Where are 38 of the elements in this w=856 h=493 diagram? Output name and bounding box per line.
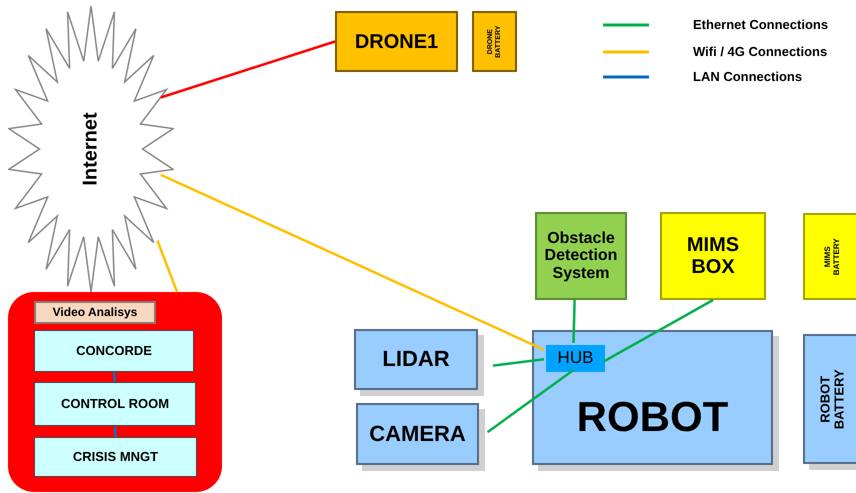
connection-line: [572, 300, 576, 344]
node-label: CRISIS MNGT: [72, 450, 158, 464]
connection-line: [114, 426, 117, 438]
node-label: Video Analisys: [52, 306, 138, 320]
connection-line: [160, 174, 545, 351]
process-box: [34, 382, 196, 426]
process-box: [34, 301, 156, 324]
connection-line: [486, 368, 574, 434]
process-box: [34, 437, 197, 477]
legend-label: Ethernet Connections: [693, 17, 828, 32]
system-container: [8, 292, 222, 492]
connection-line: [156, 240, 178, 292]
node-label: ROBOT: [576, 394, 728, 441]
node-label: HUB: [558, 349, 594, 368]
device-box: [535, 212, 627, 300]
legend-label: LAN Connections: [693, 69, 802, 84]
node-label: LIDAR: [382, 347, 450, 372]
device-box: [335, 11, 458, 72]
node-label: MIMS BOX: [686, 234, 740, 278]
hub-box: [546, 345, 605, 372]
connection-line: [112, 372, 116, 382]
node-label: CONTROL ROOM: [60, 396, 170, 412]
battery-box: [803, 213, 856, 300]
node-label: Obstacle Detection System: [544, 230, 618, 282]
process-box: [34, 330, 194, 372]
connection-line: [160, 40, 336, 99]
connection-line: [602, 298, 714, 363]
battery-box: [472, 11, 517, 72]
node-label: DRONE1: [354, 30, 438, 52]
internet-cloud: [8, 6, 174, 292]
node-label: CAMERA: [369, 422, 466, 446]
node-label: Internet: [80, 112, 102, 186]
device-box: [660, 212, 766, 300]
node-label: MIMS BATTERY: [824, 237, 842, 277]
node-label: ROBOT BATTERY: [818, 369, 848, 429]
node-label: CONCORDE: [76, 344, 152, 358]
legend-label: Wifi / 4G Connections: [693, 44, 828, 59]
connection-line: [492, 358, 544, 367]
